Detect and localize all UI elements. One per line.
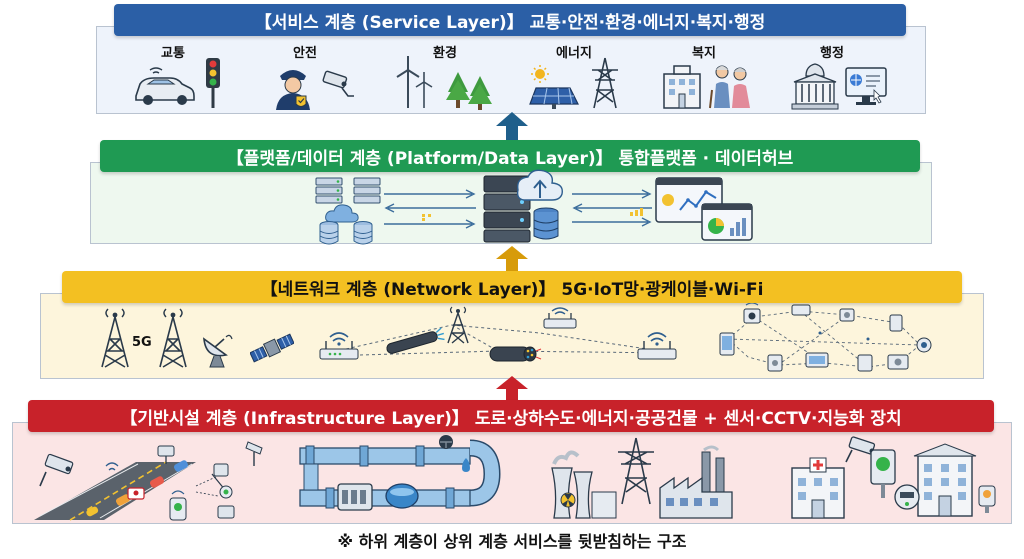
service-label-environment: 환경 — [433, 46, 457, 61]
sensor-device-icon — [978, 485, 996, 513]
fiber-optic-cable-icon — [386, 327, 445, 354]
online-service-monitor-icon — [845, 67, 887, 105]
service-panel — [96, 26, 926, 114]
trees-icon — [446, 72, 492, 110]
server-rack-icon — [315, 177, 343, 204]
label-5g: 5G — [132, 335, 152, 350]
traffic-signal-icon — [206, 58, 220, 108]
smart-sensor-panel-icon — [870, 449, 896, 498]
smart-meter-icon — [894, 484, 920, 510]
service-label-safety: 안전 — [293, 46, 317, 61]
network-layer-title: 【네트워크 계층 (Network Layer)】 5G·IoT망·광케이블·W… — [62, 271, 962, 303]
wifi-router-icon — [543, 307, 577, 329]
satellite-dish-icon — [203, 334, 233, 368]
iot-device-mesh-icon — [719, 303, 932, 372]
wind-turbine-icon — [396, 56, 433, 108]
platform-layer: 【플랫폼/데이터 계층 (Platform/Data Layer)】 통합플랫폼… — [70, 140, 950, 245]
smart-road-icon — [34, 441, 263, 521]
hospital-building-icon — [791, 457, 845, 519]
elderly-couple-icon — [709, 65, 750, 109]
cloud-icon — [325, 204, 359, 223]
infrastructure-layer: 【기반시설 계층 (Infrastructure Layer)】 도로·상하수도… — [12, 400, 1012, 526]
security-camera-icon — [322, 70, 354, 97]
infrastructure-layer-title: 【기반시설 계층 (Infrastructure Layer)】 도로·상하수도… — [28, 400, 994, 432]
platform-layer-title: 【플랫폼/데이터 계층 (Platform/Data Layer)】 통합플랫폼… — [100, 140, 920, 172]
service-label-administration: 행정 — [820, 46, 844, 61]
power-pylon-icon — [618, 437, 654, 505]
database-icon — [353, 221, 373, 245]
service-label-welfare: 복지 — [692, 46, 716, 61]
footer-note: ※ 하위 계층이 상위 계층 서비스를 뒷받침하는 구조 — [337, 532, 687, 551]
power-plant-icon — [551, 450, 617, 519]
welfare-building-icon — [663, 65, 701, 109]
cell-tower-small-icon — [447, 306, 469, 344]
wifi-router-icon — [319, 332, 359, 360]
service-layer-title: 【서비스 계층 (Service Layer)】 교통·안전·환경·에너지·복지… — [114, 4, 906, 36]
arrow-infra-to-network — [496, 376, 528, 404]
car-icon — [135, 67, 195, 105]
analytics-dashboard-icon — [655, 177, 753, 241]
fiber-cable-bundle-icon — [489, 346, 542, 362]
data-flow-arrows-right — [572, 189, 652, 227]
service-label-traffic: 교통 — [161, 46, 185, 61]
database-icon — [319, 221, 339, 245]
water-pipeline-icon — [299, 435, 501, 511]
police-officer-icon — [276, 70, 310, 110]
cell-tower-icon — [159, 308, 187, 368]
satellite-icon — [250, 333, 294, 363]
wifi-router-icon — [637, 332, 677, 360]
arrow-network-to-platform — [496, 246, 528, 274]
power-pylon-icon — [592, 57, 618, 109]
data-flow-arrows-left — [384, 189, 476, 229]
server-rack-icon — [353, 177, 381, 204]
service-layer: 【서비스 계층 (Service Layer)】 교통·안전·환경·에너지·복지… — [96, 4, 926, 114]
network-layer: 【네트워크 계층 (Network Layer)】 5G·IoT망·광케이블·W… — [40, 271, 984, 383]
factory-icon — [659, 445, 733, 519]
government-building-icon — [791, 63, 839, 110]
public-building-icon — [913, 443, 977, 517]
solar-panel-icon — [529, 65, 579, 109]
data-hub-server-icon — [483, 169, 563, 243]
service-label-energy: 에너지 — [556, 46, 592, 61]
cell-tower-icon — [101, 308, 129, 368]
arrow-platform-to-service — [496, 112, 528, 142]
